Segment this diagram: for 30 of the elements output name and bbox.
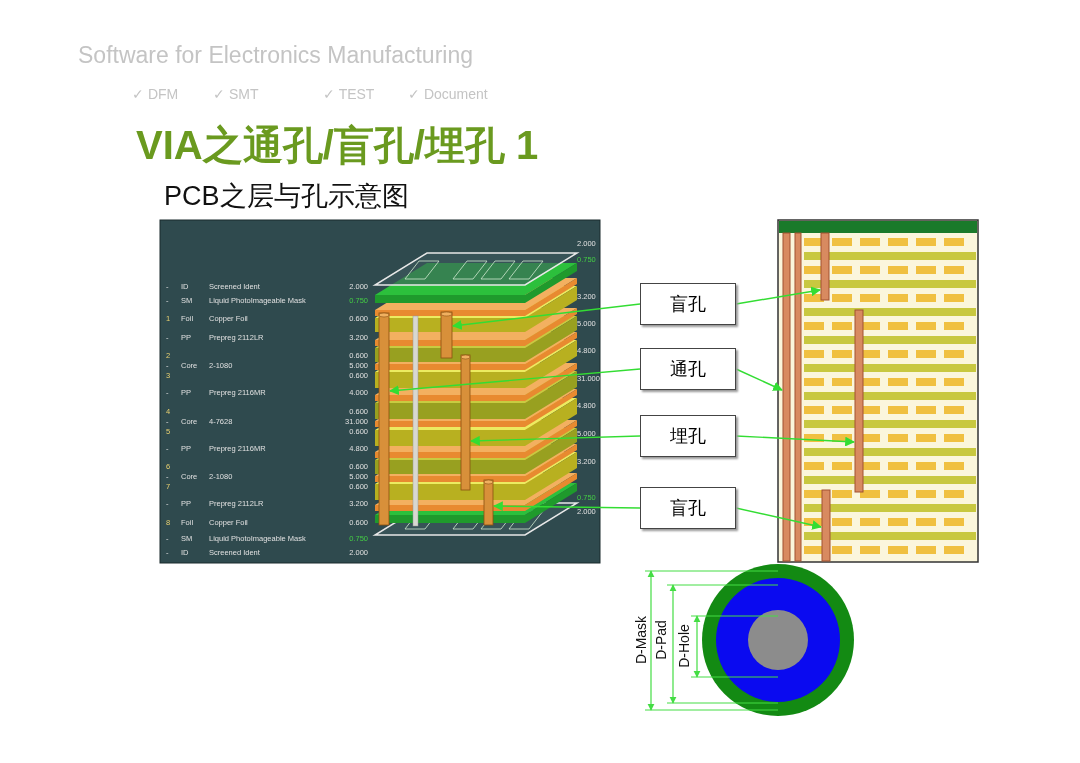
leader-arrow [389, 368, 641, 396]
leader-arrow [735, 435, 855, 447]
checklist-item: ✓ SMT [213, 86, 259, 102]
slide-title: VIA之通孔/盲孔/埋孔 1 [136, 122, 539, 169]
callout-box: 通孔 [640, 348, 736, 390]
via [378, 312, 390, 526]
leader-arrow [493, 501, 641, 511]
leader-arrow [735, 507, 822, 530]
dimension-label: D-Pad [653, 620, 669, 660]
leader-arrow [470, 435, 641, 446]
callout-box: 埋孔 [640, 415, 736, 457]
via [854, 309, 864, 493]
leader-arrow [735, 286, 821, 305]
callout-box: 盲孔 [640, 487, 736, 529]
via [782, 232, 791, 562]
leader-arrow [452, 303, 641, 330]
via [821, 489, 831, 562]
checklist-item: ✓ DFM [132, 86, 179, 102]
callout-box: 盲孔 [640, 283, 736, 325]
via [460, 354, 471, 491]
subtitle: PCB之层与孔示意图 [164, 180, 409, 213]
via [820, 232, 830, 301]
checklist-item: ✓ Document [408, 86, 488, 102]
dimension-label: D-Mask [633, 615, 649, 665]
checklist-item: ✓ TEST [323, 86, 375, 102]
via [440, 311, 453, 359]
header-text: Software for Electronics Manufacturing [78, 42, 473, 69]
leader-arrow [735, 368, 783, 391]
via [483, 479, 494, 526]
dimension-label: D-Hole [676, 624, 692, 668]
